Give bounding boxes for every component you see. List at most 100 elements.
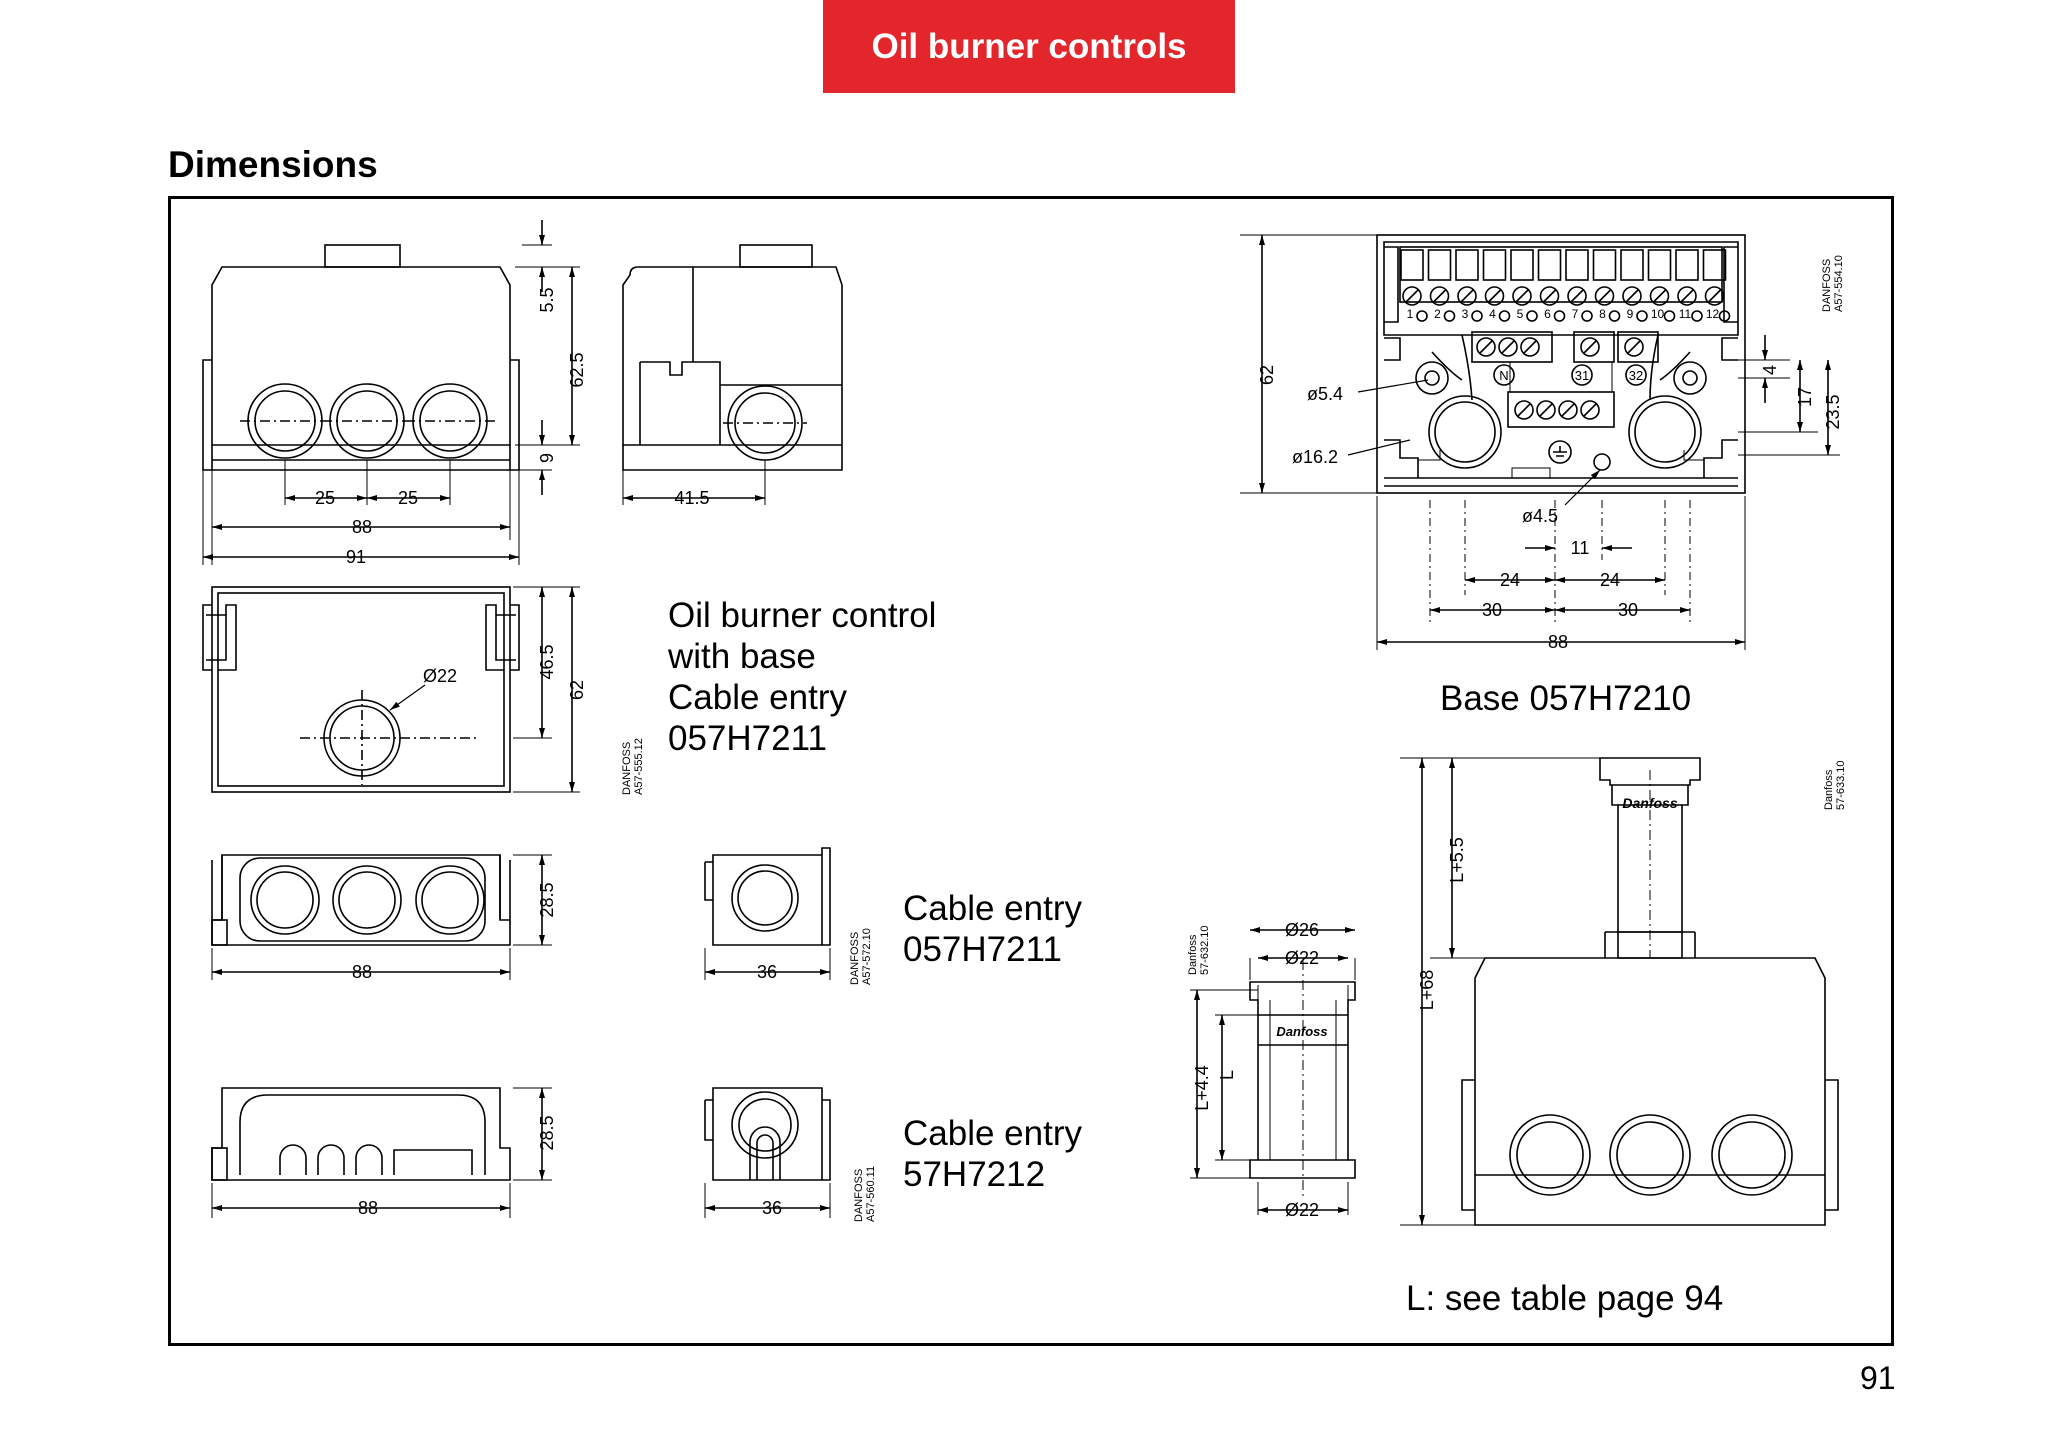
dim-46-5: 46.5 [537, 644, 557, 679]
caption-line: 057H7211 [903, 930, 1062, 969]
terminal-contact [1663, 310, 1676, 322]
dim-25-a: 25 [315, 488, 335, 508]
code-sleeve-line1: Danfoss [1187, 934, 1199, 975]
code-base-line1: DANFOSS [1821, 259, 1833, 312]
terminal-contact [1718, 310, 1731, 322]
terminal-contact [1498, 310, 1511, 322]
code-cable1: DANFOSS A57-572.10 [849, 928, 873, 985]
cable-entry-7212-view [211, 1087, 552, 1218]
terminal-slot [1427, 249, 1452, 281]
terminal-contact [1636, 310, 1648, 322]
inner-screw [1580, 337, 1600, 357]
terminal-screw-slot [1515, 289, 1529, 303]
terminal-slot [1537, 249, 1562, 281]
caption-cable-entry-7212: Cable entry 57H7212 [903, 1113, 1082, 1195]
inner-screw-slot [1561, 403, 1575, 417]
terminal-slot [1510, 249, 1534, 281]
dim-36-a: 36 [757, 962, 777, 982]
dim-62-5: 62.5 [567, 352, 587, 387]
terminal-number: 7 [1572, 307, 1579, 321]
terminal-screw [1402, 286, 1422, 306]
cable-entry-7211-view [211, 854, 552, 980]
dim-23-5: 23.5 [1823, 394, 1843, 429]
caption-control-with-base: Oil burner control with base Cable entry… [668, 595, 936, 759]
code-cable2-line1: DANFOSS [853, 1169, 865, 1222]
terminal-screw [1539, 286, 1560, 306]
terminal-slot [1482, 249, 1507, 281]
dim-L-plus-68: L+68 [1417, 970, 1437, 1011]
caption-line: with base [668, 637, 816, 676]
inner-screw-slot [1583, 403, 1597, 417]
terminal-mark-label: 32 [1629, 368, 1643, 383]
code-front: DANFOSS A57-555.12 [621, 738, 645, 795]
control-front-view [202, 220, 580, 565]
dim-9: 9 [537, 453, 557, 463]
dim-88-top: 88 [352, 517, 372, 537]
inner-screw [1624, 337, 1644, 357]
terminal-number: 2 [1434, 307, 1441, 321]
dim-24-a: 24 [1500, 570, 1520, 590]
inner-screw-slot [1479, 340, 1493, 354]
terminal-contact [1443, 310, 1456, 322]
drawing-frame [168, 196, 1894, 1346]
dim-dia5-4: ø5.4 [1307, 384, 1343, 404]
terminal-screw [1567, 286, 1587, 306]
caption-line: 057H7211 [668, 719, 827, 758]
terminal-number: 6 [1544, 307, 1551, 321]
terminal-mark-label: N [1499, 368, 1508, 383]
dim-L: L [1217, 1070, 1237, 1080]
code-assembly-line2: 57-633.10 [1835, 760, 1847, 810]
caption-l-note: L: see table page 94 [1406, 1279, 1724, 1318]
dim-30-b: 30 [1618, 600, 1638, 620]
terminal-screw [1457, 286, 1477, 306]
terminal-screw [1649, 286, 1670, 306]
inner-screw-slot [1583, 340, 1597, 354]
caption-base: Base 057H7210 [1440, 679, 1692, 718]
terminal-screw-slot [1405, 289, 1419, 303]
terminal-screw [1429, 286, 1450, 306]
control-side-view [622, 244, 843, 505]
dim-11: 11 [1571, 538, 1590, 558]
terminal-screw-slot [1542, 289, 1557, 303]
inner-screw-slot [1501, 340, 1515, 354]
terminal-number: 9 [1627, 307, 1634, 321]
cable-entry-front-dims: Ø22 46.5 62 [423, 644, 587, 700]
terminal-screw-slot [1432, 289, 1447, 303]
terminal-screw-slot [1707, 289, 1722, 303]
terminal-number: 5 [1517, 307, 1524, 321]
inner-screw [1514, 400, 1534, 420]
terminal-mark-circle [1493, 364, 1515, 386]
terminal-slot [1455, 249, 1479, 281]
terminal-contact [1471, 310, 1483, 322]
terminal-screw [1484, 286, 1505, 306]
terminal-screw [1594, 286, 1615, 306]
base-top-view [1240, 234, 1840, 650]
terminal-contact [1553, 310, 1566, 322]
dim-25-b: 25 [398, 488, 418, 508]
dim-dia22-top: Ø22 [1285, 948, 1319, 968]
terminal-mark-circle [1625, 364, 1647, 386]
cable-sleeve-view [1190, 927, 1356, 1215]
terminal-slot [1620, 249, 1644, 281]
inner-screw [1536, 400, 1556, 420]
terminal-number: 3 [1462, 307, 1469, 321]
danfoss-logo-sleeve: Danfoss [1276, 1024, 1327, 1039]
inner-screw-slot [1523, 340, 1537, 354]
dim-91: 91 [346, 547, 366, 567]
terminal-slot [1565, 249, 1589, 281]
inner-screw [1520, 337, 1540, 357]
dim-28-5-b: 28.5 [537, 1115, 557, 1150]
caption-line: 57H7212 [903, 1155, 1046, 1194]
dim-88-bot: 88 [358, 1198, 378, 1218]
terminal-contact [1416, 310, 1428, 322]
page-number: 91 [1860, 1360, 1896, 1396]
dim-dia16-2: ø16.2 [1292, 447, 1338, 467]
sleeve-dims: Ø26 Ø22 Ø22 L+4.4 L [1192, 920, 1319, 1220]
caption-line: Cable entry [903, 1114, 1082, 1153]
terminal-number: 10 [1651, 307, 1665, 321]
code-base: DANFOSS A57-554.10 [1821, 255, 1845, 312]
section-title: Dimensions [168, 144, 378, 185]
terminal-contact [1581, 310, 1593, 322]
